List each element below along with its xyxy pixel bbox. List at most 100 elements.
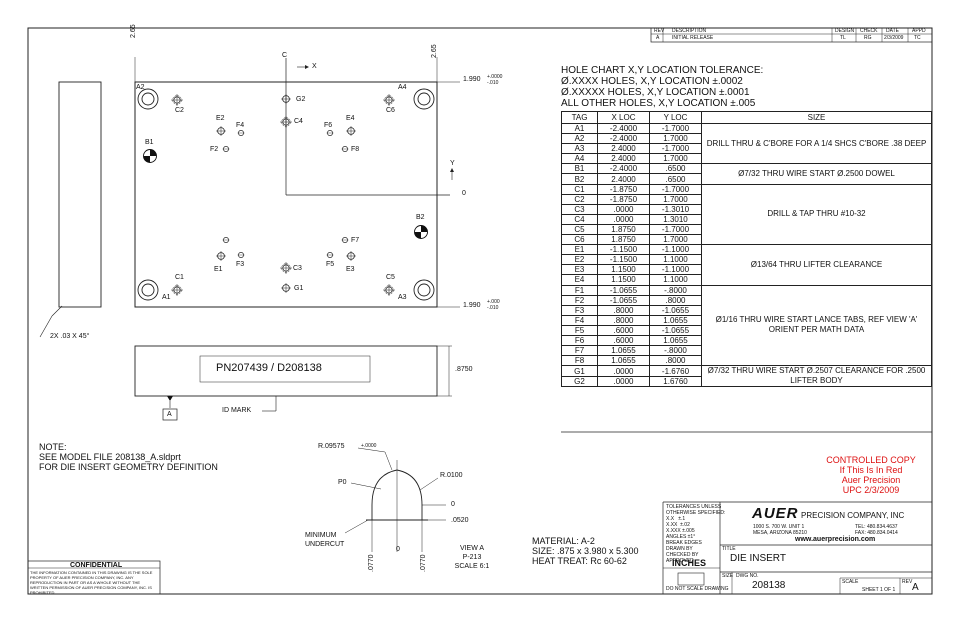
- cell-y: 1.1000: [649, 274, 702, 286]
- size-group-b: Ø7/32 THRU WIRE START Ø.2500 DOWEL: [701, 163, 932, 185]
- cell-y: .6500: [649, 163, 702, 175]
- dim-thickness: .8750: [455, 366, 473, 373]
- units-label: INCHES: [672, 558, 707, 568]
- cell-y: 1.3010: [649, 213, 702, 225]
- cell-tag: F4: [561, 314, 598, 326]
- cell-y: -.8000: [649, 284, 702, 296]
- cell-y: .8000: [649, 355, 702, 367]
- label-f8: F8: [351, 146, 360, 153]
- cell-x: -2.4000: [597, 163, 650, 175]
- label-e2: E2: [216, 115, 225, 122]
- dim-1990-top-tol: +.0000 -.010: [487, 74, 503, 86]
- drawing-title: DIE INSERT: [730, 553, 786, 564]
- notes-block: NOTE: SEE MODEL FILE 208138_A.sldprt FOR…: [39, 442, 218, 472]
- cell-tag: C6: [561, 234, 598, 246]
- cell-tag: A4: [561, 153, 598, 165]
- cell-x: -1.8750: [597, 193, 650, 205]
- label-f4: F4: [236, 122, 245, 129]
- detail-dim-0770-right: .0770: [420, 554, 427, 572]
- cell-x: -1.0655: [597, 284, 650, 296]
- dim-265-right: 2.65: [431, 44, 438, 58]
- cell-tag: C2: [561, 193, 598, 205]
- cell-y: 1.7000: [649, 133, 702, 145]
- label-f5: F5: [326, 261, 335, 268]
- size-group-a: DRILL THRU & C'BORE FOR A 1/4 SHCS C'BOR…: [701, 122, 932, 165]
- cell-tag: F8: [561, 355, 598, 367]
- cell-x: .6000: [597, 334, 650, 347]
- cell-tag: F7: [561, 345, 598, 357]
- col-x-loc: X LOC: [597, 111, 650, 124]
- detail-dim-0770-left: .0770: [368, 554, 375, 572]
- size-group-g: Ø7/32 THRU WIRE START Ø.2507 CLEARANCE F…: [701, 365, 932, 388]
- cell-y: -1.3010: [649, 203, 702, 215]
- cell-tag: C3: [561, 203, 598, 215]
- cell-y: -1.1000: [649, 264, 702, 276]
- cell-x: -2.4000: [597, 133, 650, 145]
- do-not-scale-label: DO NOT SCALE DRAWING: [666, 586, 729, 592]
- cell-tag: E4: [561, 274, 598, 286]
- company-phone: TEL: 480.834.4637 FAX: 480.834.0414: [855, 524, 898, 536]
- hole-chart-tolerance-title: HOLE CHART X,Y LOCATION TOLERANCE:: [561, 65, 764, 76]
- label-a2: A2: [136, 84, 145, 91]
- material-heat-treat: HEAT TREAT: Rc 60-62: [532, 556, 627, 566]
- cell-tag: C1: [561, 183, 598, 195]
- hole-chart-header-row: TAG X LOC Y LOC SIZE: [561, 111, 932, 124]
- cell-x: 1.8750: [597, 223, 650, 236]
- cell-y: 1.0655: [649, 314, 702, 326]
- dim-1990-bottom-tol: +.000 -.010: [487, 299, 500, 311]
- notes-line-2: FOR DIE INSERT GEOMETRY DEFINITION: [39, 462, 218, 472]
- cell-y: -1.7000: [649, 122, 702, 135]
- detail-dim-0520: .0520: [451, 517, 469, 524]
- rev-header-appd: APPD: [912, 28, 926, 34]
- cell-x: .0000: [597, 213, 650, 225]
- company-name-rest: PRECISION COMPANY, INC: [801, 511, 905, 520]
- controlled-copy-line-1: CONTROLLED COPY: [826, 455, 916, 465]
- confidential-title: CONFIDENTIAL: [70, 562, 123, 569]
- rev-row-check: RG: [864, 35, 872, 41]
- cell-tag: A1: [561, 122, 598, 135]
- rev-header-rev: REV: [654, 28, 665, 34]
- company-name-bold: AUER: [752, 505, 799, 522]
- origin-label: 0: [462, 190, 466, 197]
- cell-tag: C5: [561, 223, 598, 236]
- size-group-c: DRILL & TAP THRU #10-32: [701, 183, 932, 246]
- cell-tag: A3: [561, 143, 598, 155]
- rev-label: REV: [902, 579, 913, 585]
- detail-radius-top: R.09575: [318, 443, 345, 450]
- rev-row-date: 2/3/2009: [884, 35, 904, 41]
- cell-y: 1.7000: [649, 153, 702, 165]
- axis-x-label: X: [312, 63, 317, 70]
- cell-y: -1.7000: [649, 223, 702, 236]
- cell-x: .8000: [597, 304, 650, 316]
- company-website: www.auerprecision.com: [795, 536, 876, 543]
- chamfer-note: 2X .03 X 45°: [50, 333, 90, 340]
- detail-radius-right: R.0100: [440, 472, 463, 479]
- cell-tag: G1: [561, 365, 598, 377]
- cell-x: 2.4000: [597, 143, 650, 155]
- tolerances-block: TOLERANCES UNLESS OTHERWISE SPECIFIED: X…: [666, 504, 726, 564]
- detail-view-ref: P-213: [462, 554, 482, 561]
- cell-tag: E1: [561, 244, 598, 256]
- label-f7: F7: [351, 237, 360, 244]
- cell-y: 1.7000: [649, 234, 702, 246]
- cell-x: -1.0655: [597, 294, 650, 306]
- cell-tag: E2: [561, 254, 598, 266]
- cell-tag: A2: [561, 133, 598, 145]
- size-group-e: Ø13/64 THRU LIFTER CLEARANCE: [701, 244, 932, 286]
- cell-x: -2.4000: [597, 122, 650, 135]
- cell-x: -1.1500: [597, 254, 650, 266]
- label-c6: C6: [386, 107, 395, 114]
- label-a1: A1: [162, 294, 171, 301]
- sheet-label: SHEET 1 OF 1: [862, 587, 896, 593]
- label-b2: B2: [416, 214, 425, 221]
- dim-1990-bottom: 1.990: [463, 302, 481, 309]
- detail-minimum-undercut: MINIMUM UNDERCUT: [305, 532, 345, 548]
- detail-radius-top-tol: +.0000: [361, 443, 377, 449]
